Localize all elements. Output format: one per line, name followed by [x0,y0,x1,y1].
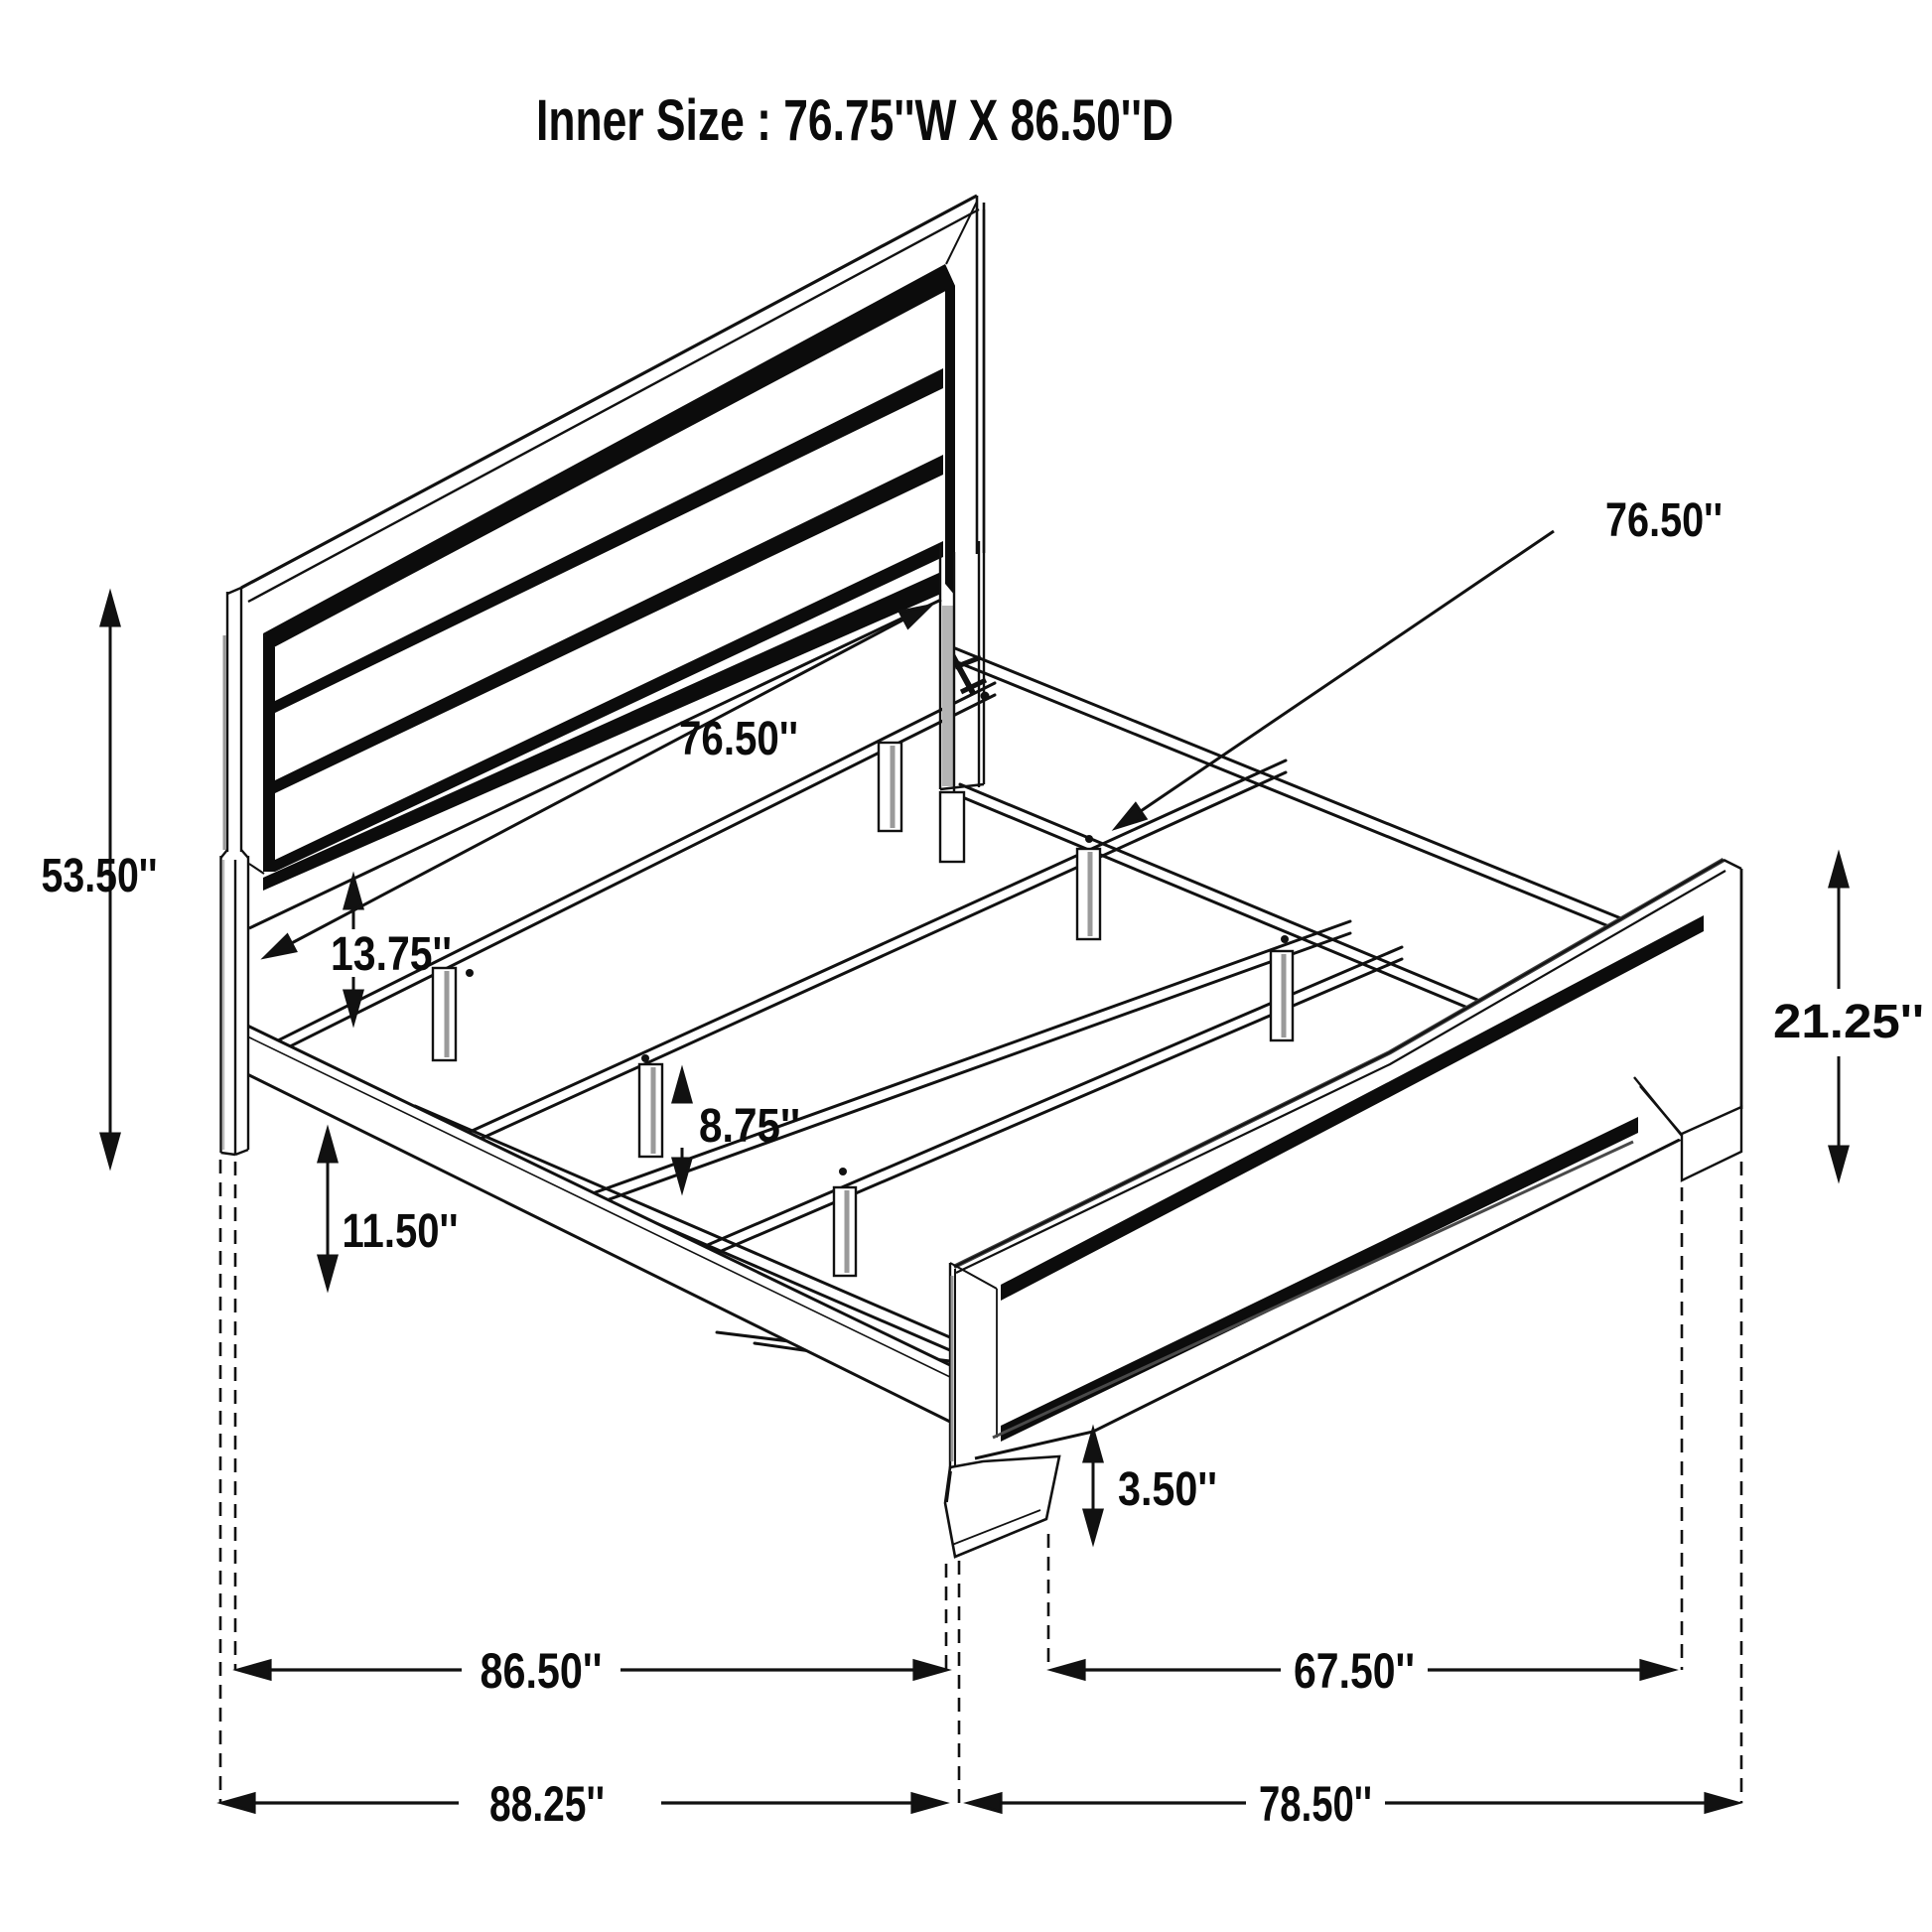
svg-text:86.50'': 86.50'' [481,1643,603,1699]
svg-text:13.75'': 13.75'' [331,928,452,981]
svg-text:78.50'': 78.50'' [1259,1776,1372,1832]
svg-text:53.50'': 53.50'' [42,850,158,902]
svg-text:21.25'': 21.25'' [1773,996,1924,1048]
svg-text:Inner Size : 76.75''W X 86.50': Inner Size : 76.75''W X 86.50''D [536,88,1173,153]
svg-text:11.50'': 11.50'' [343,1205,459,1258]
svg-text:8.75'': 8.75'' [699,1100,800,1153]
svg-text:76.50'': 76.50'' [1605,494,1723,547]
svg-text:67.50'': 67.50'' [1294,1643,1415,1699]
svg-text:76.50'': 76.50'' [679,713,798,765]
svg-text:3.50'': 3.50'' [1118,1463,1217,1516]
svg-text:88.25'': 88.25'' [489,1776,605,1832]
